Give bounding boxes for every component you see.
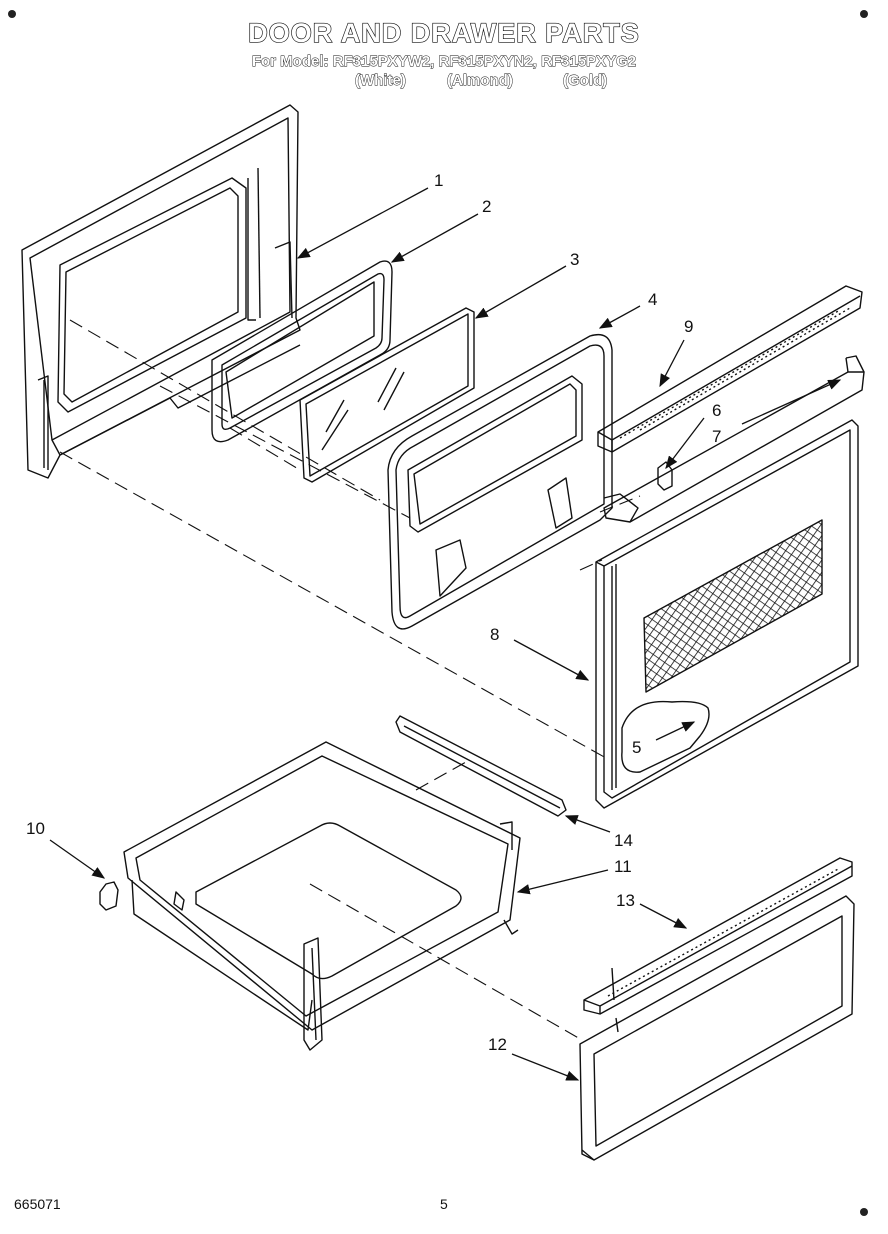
leader-line-4	[598, 305, 641, 329]
leader-line-14	[564, 815, 611, 833]
alignment-lines	[59, 319, 641, 1041]
leader-line-2	[390, 213, 479, 263]
variant-almond: (Almond)	[447, 72, 514, 90]
leader-line-1	[296, 187, 429, 259]
page-number: 5	[440, 1196, 448, 1212]
door-gasket	[211, 260, 393, 443]
leader-line-10	[49, 839, 106, 879]
door-vent-trim	[597, 285, 863, 453]
document-number: 665071	[14, 1196, 61, 1212]
callout-6: 6	[712, 401, 721, 420]
leader-line-11	[516, 869, 609, 895]
leader-line-5	[655, 721, 696, 741]
page-title: DOOR AND DRAWER PARTS	[248, 17, 640, 48]
leader-line-9	[659, 339, 685, 388]
callout-1: 1	[434, 171, 443, 190]
variant-gold: (Gold)	[563, 72, 608, 90]
variant-white: (White)	[355, 72, 407, 90]
leader-line-13	[639, 903, 688, 929]
callout-7: 7	[712, 427, 721, 446]
callout-14: 14	[614, 831, 633, 850]
corner-mark-top-left	[8, 10, 16, 18]
corner-mark-top-right	[860, 10, 868, 18]
callout-3: 3	[570, 250, 579, 269]
leader-line-3	[474, 265, 567, 319]
inner-door-liner	[387, 333, 613, 630]
hinge-bar	[603, 355, 865, 523]
model-line: For Model: RF315PXYW2, RF315PXYN2, RF315…	[251, 53, 637, 71]
inner-door-panel	[595, 419, 859, 809]
drawer-stop	[99, 881, 119, 911]
leader-line-8	[513, 639, 590, 681]
drawer-front-panel	[579, 895, 855, 1161]
callout-8: 8	[490, 625, 499, 644]
callout-5: 5	[632, 738, 641, 757]
leader-line-7	[741, 379, 842, 425]
outer-door-panel	[21, 104, 301, 479]
callout-11: 11	[614, 857, 632, 876]
leader-line-6	[665, 417, 705, 470]
door-glass	[299, 307, 475, 483]
drawer-rail	[395, 715, 567, 817]
callout-2: 2	[482, 197, 491, 216]
leader-line-12	[511, 1053, 580, 1081]
drawer-trim	[583, 857, 853, 1033]
callout-10: 10	[26, 819, 45, 838]
callout-12: 12	[488, 1035, 507, 1054]
callout-4: 4	[648, 290, 657, 309]
drawer-body	[123, 741, 521, 1051]
callout-9: 9	[684, 317, 693, 336]
callout-13: 13	[616, 891, 635, 910]
corner-mark-bottom-right	[860, 1208, 868, 1216]
